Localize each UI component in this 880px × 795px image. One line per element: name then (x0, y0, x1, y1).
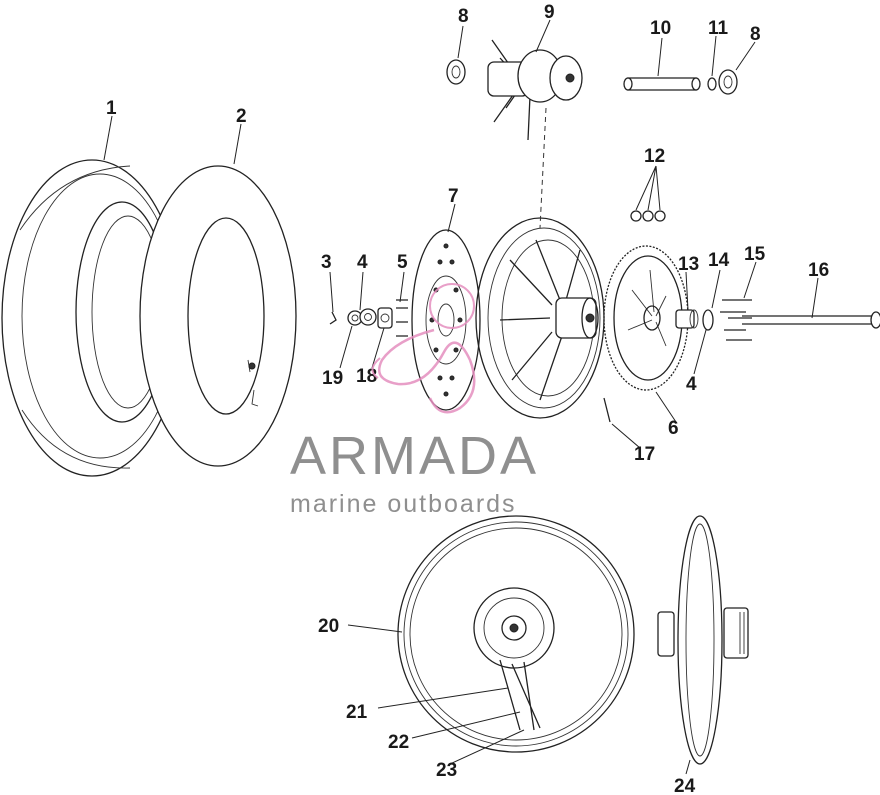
watermark-brand: ARMADA (290, 426, 539, 486)
front-wheel-side-part-24 (657, 515, 749, 765)
callout-4b: 4 (686, 374, 697, 395)
leader-lines (103, 19, 819, 775)
callout-20: 20 (318, 616, 339, 637)
hub-part-9 (487, 39, 583, 141)
callout-10: 10 (650, 18, 671, 39)
callout-24: 24 (674, 776, 696, 795)
callout-19: 19 (322, 368, 343, 389)
callout-4: 4 (357, 252, 368, 273)
callout-labels: 1 2 3 4 5 6 7 8 9 10 11 8 12 13 14 15 16… (106, 2, 829, 795)
brake-rotor-part-7 (411, 229, 481, 411)
front-wheel-part-20 (397, 515, 635, 753)
callout-11: 11 (708, 18, 729, 39)
callout-3: 3 (321, 252, 332, 273)
pin-part-17 (603, 397, 611, 423)
callout-7: 7 (448, 186, 459, 207)
callout-21: 21 (346, 702, 368, 723)
callout-16: 16 (808, 260, 829, 281)
spacer-tube-part-10 (623, 77, 701, 91)
callout-9: 9 (544, 2, 555, 23)
callout-18: 18 (356, 366, 377, 387)
armada-watermark: ARMADA marine outboards (290, 283, 539, 518)
armada-logo-icon (371, 283, 476, 414)
callout-17: 17 (634, 444, 655, 465)
callout-2: 2 (236, 106, 247, 127)
axle-part-16 (742, 311, 880, 329)
callout-22: 22 (388, 732, 409, 753)
assembly-line (539, 107, 547, 229)
axle-hardware-right (675, 299, 752, 341)
watermark-tagline: marine outboards (290, 490, 517, 518)
axle-hardware-left (329, 299, 408, 337)
callout-23: 23 (436, 760, 457, 781)
callout-13: 13 (678, 254, 699, 275)
rear-wheel (475, 217, 605, 419)
callout-12: 12 (644, 146, 665, 167)
bearing-right-part-8 (718, 69, 738, 95)
tube-part-2 (139, 165, 297, 467)
callout-14: 14 (708, 250, 730, 271)
washer-part-11 (707, 77, 717, 91)
callout-5: 5 (397, 252, 408, 273)
callout-8b: 8 (750, 24, 761, 45)
callout-6: 6 (668, 418, 679, 439)
bearing-left-part-8 (446, 59, 466, 85)
caps-part-12 (630, 210, 666, 222)
callout-15: 15 (744, 244, 766, 265)
callout-1: 1 (106, 98, 117, 119)
callout-8: 8 (458, 6, 469, 27)
